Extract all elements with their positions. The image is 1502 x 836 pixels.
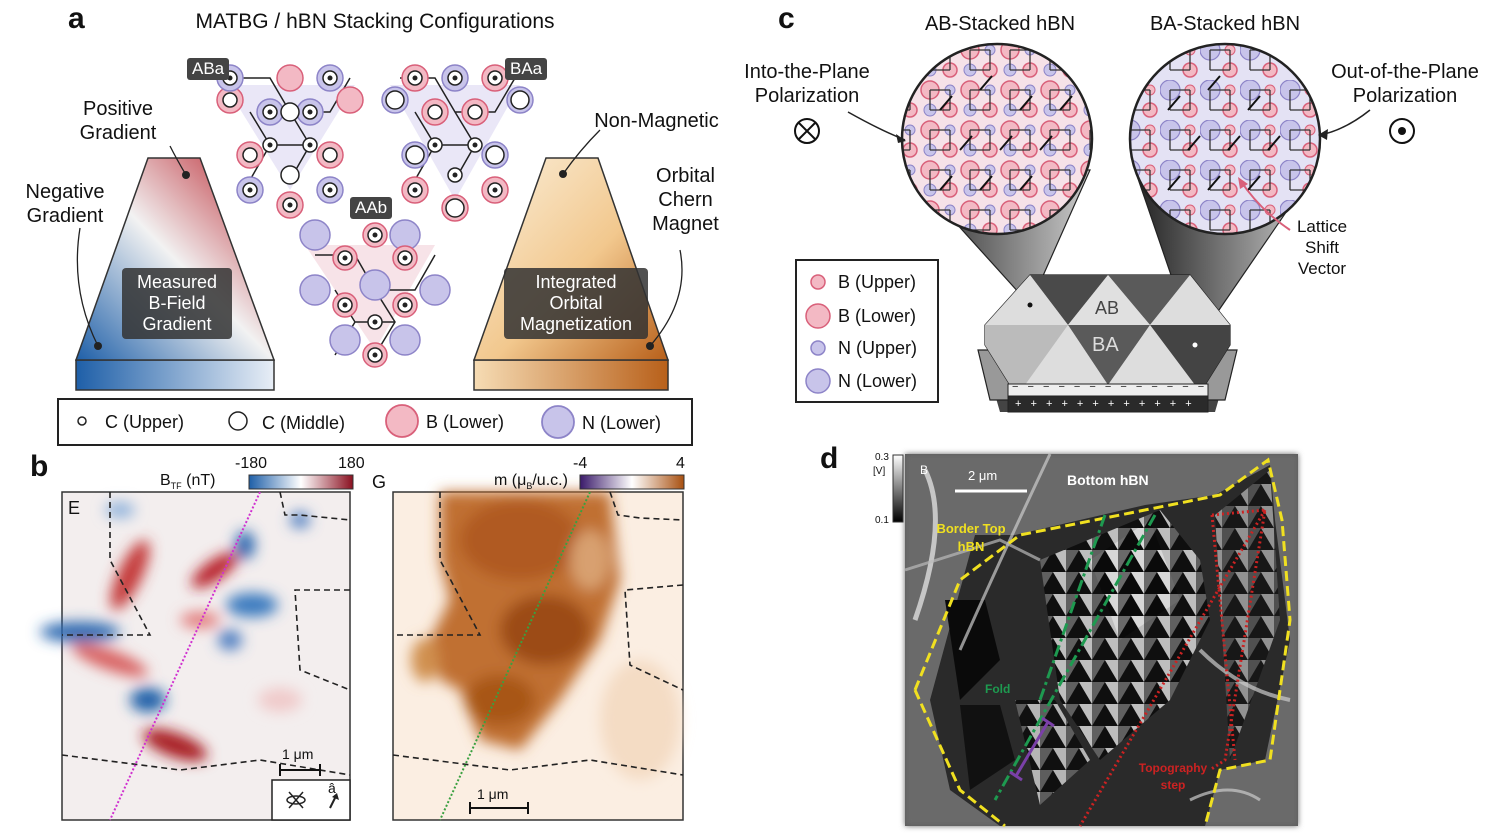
negative-gradient-label: Negative Gradient bbox=[25, 181, 105, 227]
ab-region-label: AB bbox=[1095, 298, 1120, 318]
out-arrow-head bbox=[1318, 129, 1328, 140]
panel-a-label: a bbox=[68, 2, 85, 35]
panel-a-title: MATBG / hBN Stacking Configurations bbox=[195, 10, 555, 33]
aab-lattice bbox=[299, 219, 451, 368]
afm-scale-label: 2 μm bbox=[968, 468, 998, 483]
out-of-plane-icon bbox=[1389, 118, 1415, 144]
m-map-label: G bbox=[372, 472, 387, 492]
ab-lattice-circle bbox=[900, 42, 1094, 236]
b-colorbar-title: BTF (nT) bbox=[160, 472, 216, 492]
b-colorbar-max: 180 bbox=[338, 455, 365, 472]
into-plane-label: Into-the-Plane Polarization bbox=[744, 61, 870, 107]
magnetization-map bbox=[392, 491, 684, 821]
out-plane-label: Out-of-the-Plane Polarization bbox=[1331, 61, 1479, 107]
ab-point bbox=[1027, 302, 1033, 308]
aba-lattice bbox=[216, 64, 364, 219]
m-colorbar-min: -4 bbox=[573, 455, 588, 472]
legend-n-upper: N (Upper) bbox=[838, 338, 918, 358]
m-colorbar-max: 4 bbox=[676, 455, 685, 472]
topography-label: Topography step bbox=[1138, 761, 1208, 792]
panel-d-label: d bbox=[820, 442, 839, 475]
shift-arrow-head bbox=[1238, 177, 1248, 189]
afm-colorbar bbox=[892, 454, 904, 523]
bottom-hbn-label: Bottom hBN bbox=[1067, 472, 1149, 488]
minus-charges: − − − − − − − − − − − − − bbox=[1012, 381, 1208, 393]
b-map-label: E bbox=[68, 498, 81, 518]
panel-b-label: b bbox=[30, 450, 49, 483]
ba-region-label: BA bbox=[1092, 334, 1119, 356]
non-magnetic-label: Non-Magnetic bbox=[594, 110, 719, 132]
afm-cb-unit: [V] bbox=[873, 466, 886, 477]
aba-tag: ABa bbox=[187, 58, 230, 80]
aab-tag: AAb bbox=[350, 197, 393, 219]
fold-label: Fold bbox=[985, 682, 1011, 696]
hbn-block bbox=[977, 274, 1238, 413]
legend-n-lower-c: N (Lower) bbox=[838, 371, 918, 391]
ba-title: BA-Stacked hBN bbox=[1149, 13, 1301, 35]
into-plane-icon bbox=[794, 118, 820, 144]
n-upper-icon bbox=[810, 340, 826, 356]
legend-b-upper: B (Upper) bbox=[838, 272, 917, 292]
legend-box-a bbox=[57, 398, 693, 446]
legend-n-lower: N (Lower) bbox=[582, 413, 662, 433]
ba-lattice-circle bbox=[1128, 42, 1322, 236]
legend-c-upper: C (Upper) bbox=[105, 412, 185, 432]
legend-b-lower: B (Lower) bbox=[426, 412, 505, 432]
integrated-box: Integrated Orbital Magnetization bbox=[504, 268, 648, 339]
border-top-label: Border Top hBN bbox=[936, 521, 1006, 554]
b-lower-icon bbox=[385, 404, 419, 438]
b-field-map bbox=[40, 491, 351, 821]
panel-c-label: c bbox=[778, 2, 795, 35]
legend-c-middle: C (Middle) bbox=[262, 413, 346, 433]
m-colorbar bbox=[579, 474, 685, 490]
afm-corner-label: B bbox=[920, 463, 929, 477]
plus-charges: + + + + + + + + + + + + bbox=[1015, 398, 1195, 410]
baa-lattice bbox=[381, 64, 534, 222]
c-middle-icon bbox=[228, 411, 248, 431]
b-colorbar-min: -180 bbox=[235, 455, 268, 472]
positive-gradient-label: Positive Gradient bbox=[79, 98, 157, 144]
into-arrow-head bbox=[896, 134, 906, 143]
ba-point bbox=[1192, 342, 1198, 348]
b-lower-icon-c bbox=[805, 303, 831, 329]
measured-box: Measured B-Field Gradient bbox=[122, 268, 232, 339]
legend-b-lower-c: B (Lower) bbox=[838, 306, 917, 326]
direction-a-label: â bbox=[328, 780, 336, 796]
b-colorbar bbox=[248, 474, 354, 490]
n-lower-icon-c bbox=[805, 368, 831, 394]
m-scale-label: 1 μm bbox=[477, 786, 509, 802]
lattice-shift-label: Lattice Shift Vector bbox=[1296, 217, 1348, 278]
b-upper-icon bbox=[810, 274, 826, 290]
m-colorbar-title: m (μB/u.c.) bbox=[494, 472, 568, 492]
orbital-chern-label: Orbital Chern Magnet bbox=[652, 165, 719, 235]
afm-image bbox=[904, 453, 1298, 828]
b-scale-label: 1 μm bbox=[282, 746, 314, 762]
n-lower-icon bbox=[541, 405, 575, 439]
baa-tag: BAa bbox=[505, 58, 548, 80]
afm-cb-max: 0.3 bbox=[875, 452, 889, 463]
c-upper-icon bbox=[77, 416, 87, 426]
ab-title: AB-Stacked hBN bbox=[924, 13, 1076, 35]
afm-cb-min: 0.1 bbox=[875, 515, 889, 526]
